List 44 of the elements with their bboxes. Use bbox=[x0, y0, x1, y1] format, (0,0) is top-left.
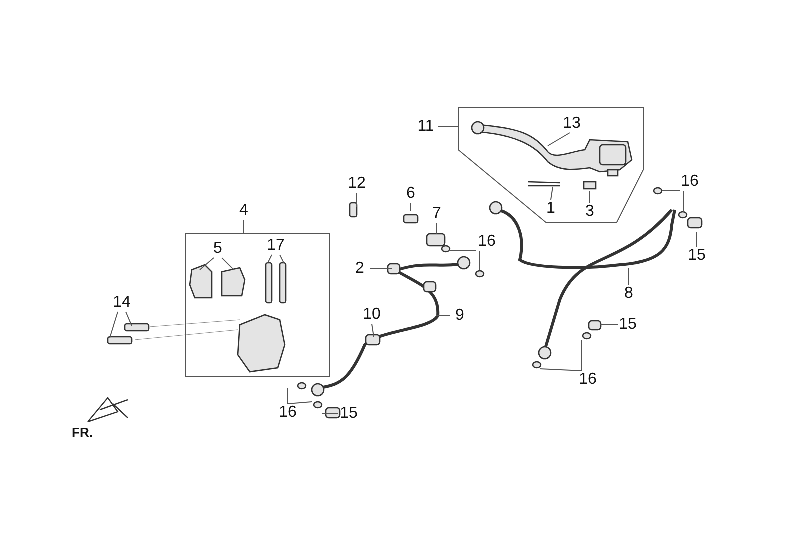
leader-line bbox=[410, 202, 412, 212]
callout-number: 2 bbox=[348, 260, 372, 278]
leader-line bbox=[356, 192, 358, 208]
leader-line bbox=[696, 232, 698, 248]
leader-line bbox=[200, 258, 214, 270]
leader-line bbox=[540, 368, 582, 372]
callout-number: 15 bbox=[685, 247, 709, 265]
callout-number: 17 bbox=[264, 237, 288, 255]
leader-line bbox=[600, 324, 618, 326]
callout-number: 16 bbox=[576, 371, 600, 389]
callout-number: 16 bbox=[678, 173, 702, 191]
leader-line bbox=[662, 190, 680, 192]
callout-number: 10 bbox=[360, 306, 384, 324]
callout-number: 11 bbox=[414, 118, 438, 136]
leader-line bbox=[288, 402, 312, 404]
callout-number: 7 bbox=[425, 205, 449, 223]
leader-line bbox=[548, 132, 570, 146]
leader-line bbox=[268, 254, 272, 264]
leader-line bbox=[370, 268, 392, 270]
callout-number: 12 bbox=[345, 175, 369, 193]
leader-line bbox=[550, 186, 554, 200]
callout-number: 13 bbox=[560, 115, 584, 133]
callout-number: 15 bbox=[337, 405, 361, 423]
leader-line bbox=[448, 250, 476, 252]
callout-number: 4 bbox=[232, 202, 256, 220]
leader-line bbox=[110, 312, 118, 338]
callout-number: 15 bbox=[616, 316, 640, 334]
callout-number: 6 bbox=[399, 185, 423, 203]
callout-number: 8 bbox=[617, 285, 641, 303]
callout-number: 16 bbox=[475, 233, 499, 251]
callout-number: 14 bbox=[110, 294, 134, 312]
leader-line bbox=[372, 324, 374, 338]
direction-label: FR. bbox=[72, 424, 93, 442]
leader-line bbox=[126, 312, 132, 326]
leader-line bbox=[628, 268, 630, 286]
callout-number: 5 bbox=[206, 240, 230, 258]
callout-number: 16 bbox=[276, 404, 300, 422]
callout-number: 3 bbox=[578, 203, 602, 221]
leader-line bbox=[438, 126, 458, 128]
leader-line bbox=[436, 222, 438, 234]
leader-line bbox=[222, 258, 234, 270]
callout-number: 9 bbox=[448, 307, 472, 325]
leader-line bbox=[280, 254, 284, 264]
callout-number: 1 bbox=[539, 200, 563, 218]
